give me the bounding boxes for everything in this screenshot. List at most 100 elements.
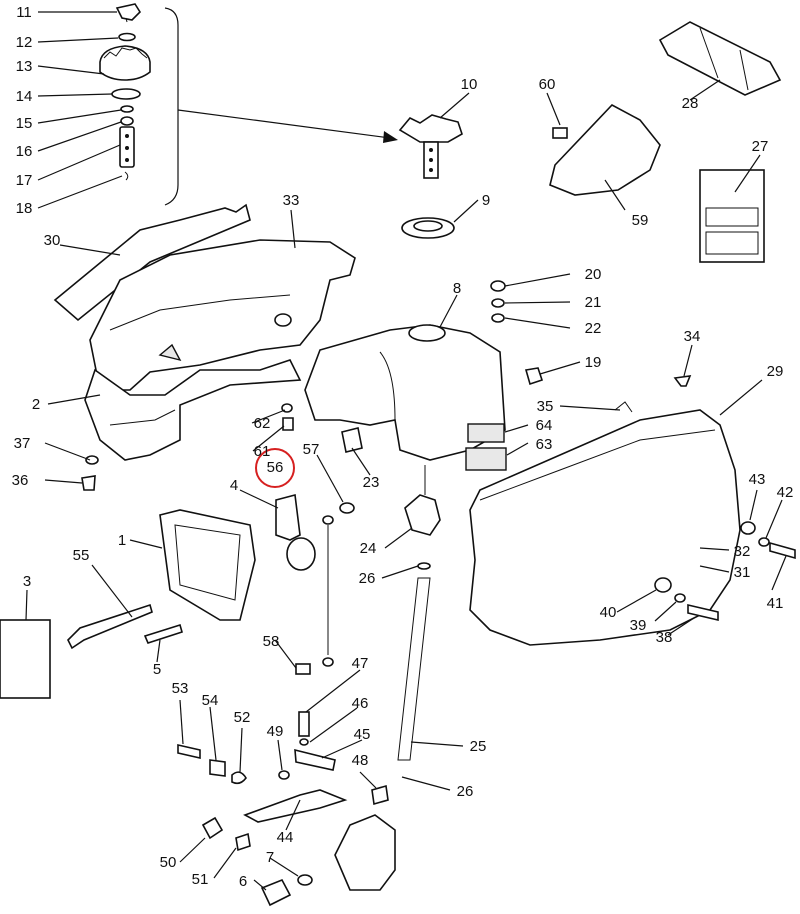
washer-43 [740,521,756,535]
screw-36 [81,475,96,491]
clip-26 [417,562,431,570]
bolt-55 [67,603,153,650]
o-ring-7 [297,874,313,886]
callout-label-21: 21 [585,294,602,311]
callout-label-55: 55 [73,547,90,564]
callout-label-11: 11 [16,4,32,21]
decal-3 [0,619,51,699]
washer-46 [299,738,309,746]
seal-9 [401,217,455,239]
callout-label-24: 24 [360,540,377,557]
tool-bag-28 [658,21,782,96]
knob-6 [260,878,292,907]
callout-label-52: 52 [234,709,251,726]
callout-label-36: 36 [12,472,29,489]
callout-label-8: 8 [453,280,461,297]
callout-label-64: 64 [536,417,553,434]
callout-label-18: 18 [16,200,33,217]
callout-label-37: 37 [14,435,31,452]
callout-label-23: 23 [363,474,380,491]
callout-label-5: 5 [153,661,161,678]
upper-cover-33 [89,239,356,391]
callout-label-28: 28 [682,95,699,112]
callout-label-60: 60 [539,76,556,93]
screw-58 [295,663,311,675]
callout-label-6: 6 [239,873,247,890]
callout-label-14: 14 [16,88,33,105]
leader-lines [25,11,787,891]
grommet-23 [341,427,363,453]
inset-arrow-head [383,131,398,143]
callout-label-49: 49 [267,723,284,740]
bolt-53 [177,743,201,760]
fuel-cap-assembly-inset [99,3,151,181]
callout-label-47: 47 [352,655,369,672]
inset-arrow-line [177,109,391,139]
callout-label-12: 12 [16,34,33,51]
callout-label-26: 26 [359,570,376,587]
callout-label-34: 34 [684,328,701,345]
callout-label-7: 7 [266,849,274,866]
callout-label-62: 62 [254,415,271,432]
callout-label-30: 30 [44,232,61,249]
plate-45 [294,748,336,771]
highlight-circle [255,448,295,488]
washer-21 [491,298,505,308]
callout-label-13: 13 [16,58,33,75]
callout-label-9: 9 [482,192,490,209]
decal-27 [699,169,765,263]
callout-label-42: 42 [777,484,794,501]
callout-label-43: 43 [749,471,766,488]
callout-label-19: 19 [585,354,602,371]
callout-label-61: 61 [254,443,271,460]
callout-label-41: 41 [767,595,784,612]
callout-label-15: 15 [16,115,33,132]
bolt-48 [371,784,389,806]
callout-label-16: 16 [16,143,33,160]
washer-39 [674,593,686,603]
washer-49 [278,770,290,780]
washer-42 [758,537,770,547]
callout-label-50: 50 [160,854,177,871]
callout-label-44: 44 [277,829,294,846]
block-50 [201,816,224,840]
callout-label-22: 22 [585,320,602,337]
callout-label-33: 33 [283,192,300,209]
callout-label-56: 56 [267,459,284,476]
lower-frame-1 [159,509,256,621]
bolt-38 [687,603,719,622]
washer-22 [491,313,505,323]
decal-63 [465,447,507,471]
callout-label-46: 46 [352,695,369,712]
bottom-cover-2 [84,359,302,461]
callout-label-17: 17 [16,172,33,189]
nut-20 [490,280,506,292]
callout-label-51: 51 [192,871,209,888]
fuel-cock-24 [404,494,441,536]
callout-label-63: 63 [536,436,553,453]
callout-label-29: 29 [767,363,784,380]
washer-40 [654,577,672,593]
collar-57 [339,502,355,514]
callout-label-54: 54 [202,692,219,709]
callout-label-2: 2 [32,396,40,413]
callout-label-58: 58 [263,633,280,650]
decal-64 [467,423,505,443]
screw-61 [282,417,294,431]
callout-label-4: 4 [230,477,238,494]
callout-label-1: 1 [118,532,126,549]
screw-34 [673,375,692,387]
fuel-cap-10 [398,114,463,179]
inset-bracket [164,7,179,206]
callout-label-40: 40 [600,604,617,621]
callout-label-53: 53 [172,680,189,697]
clip-52 [231,771,247,785]
callout-label-27: 27 [752,138,769,155]
screw-47 [298,711,310,737]
washer-37 [85,455,99,465]
screw-51 [235,832,251,852]
callout-label-38: 38 [656,629,673,646]
spring-54 [209,759,226,777]
washer-56 [322,515,334,525]
